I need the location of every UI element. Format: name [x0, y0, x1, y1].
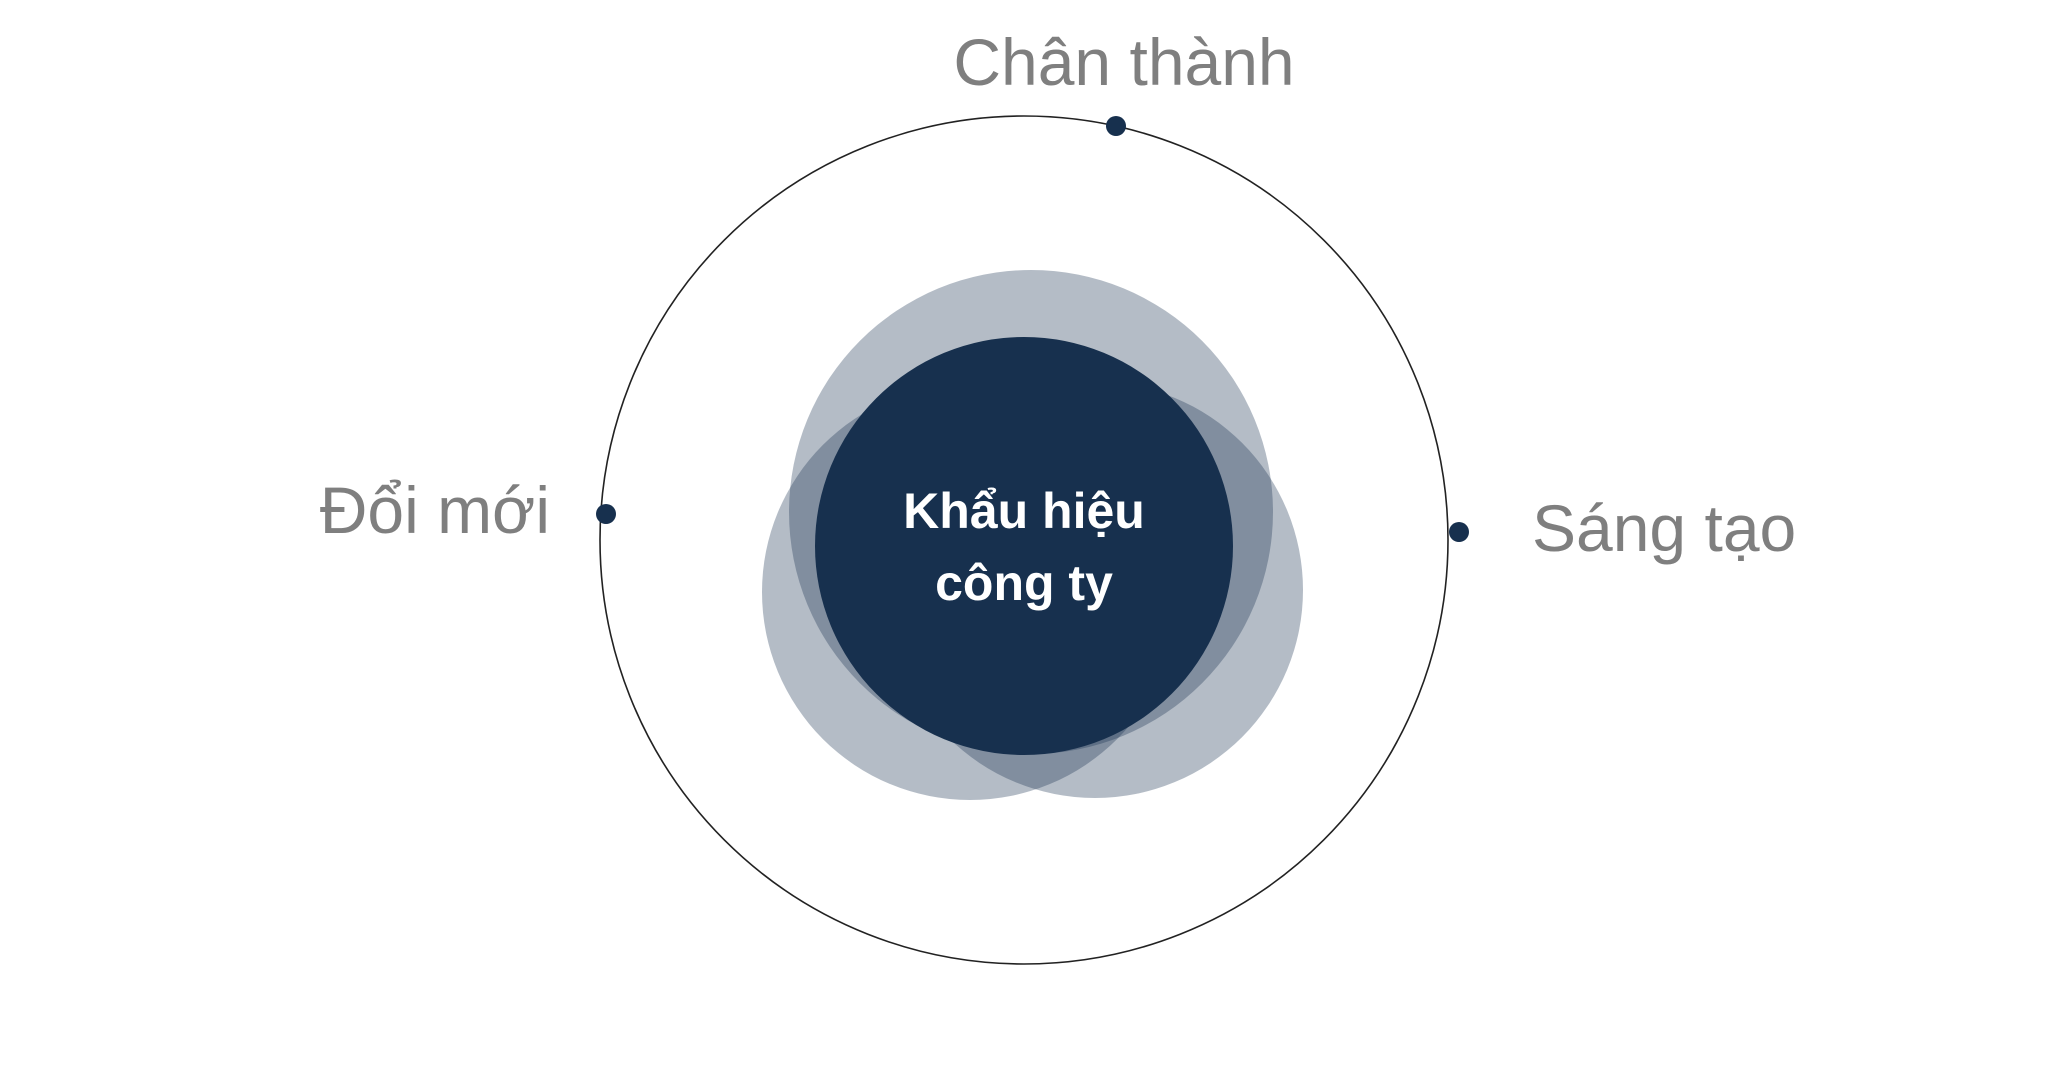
label-right: Sáng tạo	[1532, 491, 1796, 565]
dot-left	[596, 504, 616, 524]
dot-top	[1106, 116, 1126, 136]
core-circle	[815, 337, 1233, 755]
dot-right	[1449, 522, 1469, 542]
label-top: Chân thành	[953, 25, 1294, 99]
outer-ring	[599, 115, 1449, 965]
center-label-line-2: công ty	[935, 555, 1113, 611]
label-left: Đổi mới	[320, 473, 550, 547]
center-label-line-1: Khẩu hiệu	[903, 483, 1145, 539]
